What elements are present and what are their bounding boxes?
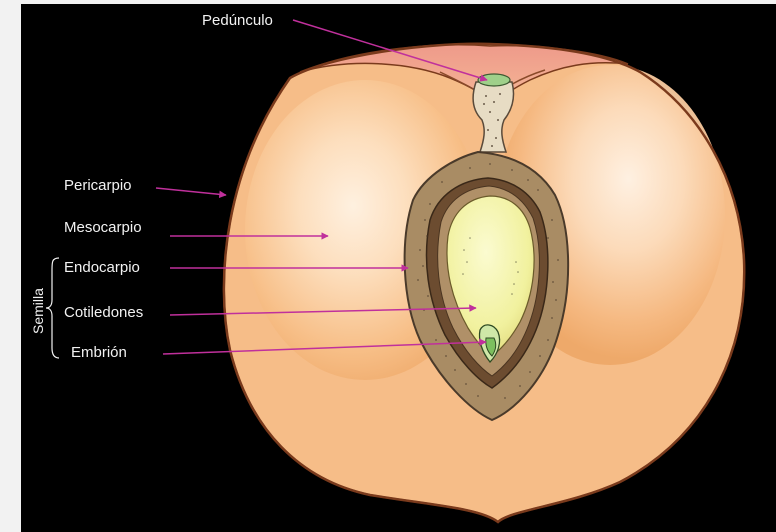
label-seed-group: Semilla <box>30 288 46 334</box>
label-embryo: Embrión <box>71 344 127 361</box>
label-cotyledons: Cotiledones <box>64 304 143 321</box>
label-pericarp: Pericarpio <box>64 177 132 194</box>
label-mesocarp: Mesocarpio <box>64 219 142 236</box>
label-endocarp: Endocarpio <box>64 259 140 276</box>
label-peduncle: Pedúnculo <box>202 12 273 29</box>
